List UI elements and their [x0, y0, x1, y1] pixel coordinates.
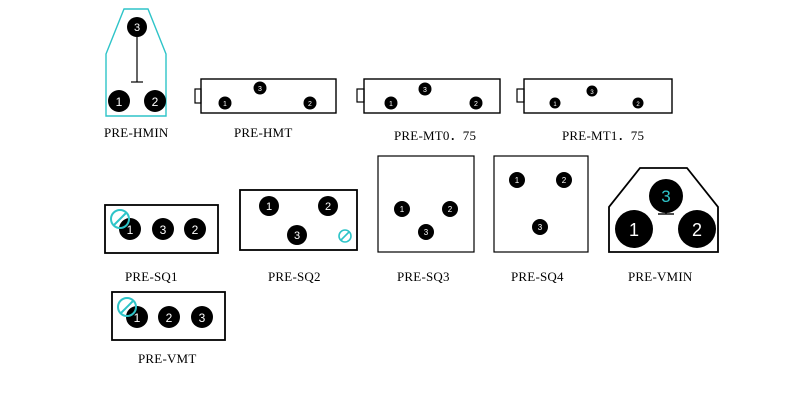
- svg-text:1: 1: [266, 201, 272, 213]
- pre-sq3-body: [377, 155, 475, 253]
- svg-text:3: 3: [423, 87, 427, 94]
- pin-3-mt075: 3: [418, 82, 432, 96]
- pkg-pre-sq3: 1 2 3: [377, 155, 475, 253]
- pre-sq4-body: [493, 155, 589, 253]
- pin-3-sq2: 3: [287, 225, 307, 245]
- svg-text:3: 3: [134, 22, 140, 34]
- pin-1-mt175: 1: [549, 97, 561, 109]
- svg-text:2: 2: [562, 176, 567, 185]
- pin-1-vmt: 1: [126, 306, 148, 328]
- svg-text:3: 3: [424, 228, 429, 237]
- pre-mt075-tab: [356, 88, 365, 103]
- svg-text:1: 1: [400, 205, 405, 214]
- pkg-pre-sq1: 1 3 2: [104, 204, 219, 254]
- pin-1-sq3: 1: [394, 201, 410, 217]
- svg-text:1: 1: [116, 95, 123, 109]
- svg-text:2: 2: [636, 102, 640, 108]
- label-pre-mt075: PRE-MT0．75: [394, 128, 477, 143]
- pre-hmin-outline: [105, 8, 167, 117]
- svg-text:1: 1: [553, 102, 557, 108]
- svg-text:3: 3: [661, 187, 670, 206]
- pin-1-sq4: 1: [509, 172, 525, 188]
- pkg-pre-sq4: 1 2 3: [493, 155, 589, 253]
- pin-3-hmin: 3: [127, 17, 147, 37]
- pin-3-sq3: 3: [418, 224, 434, 240]
- label-pre-sq2: PRE-SQ2: [268, 269, 321, 284]
- pin-2-sq3: 2: [442, 201, 458, 217]
- pin-2-sq2: 2: [318, 196, 338, 216]
- pre-mt175-body: [523, 78, 673, 114]
- adjust-screw-icon: [117, 297, 137, 317]
- pin-3-sq1: 3: [152, 218, 174, 240]
- label-pre-sq3: PRE-SQ3: [397, 269, 450, 284]
- pin-2-vmin: 2: [678, 210, 716, 248]
- label-pre-hmt: PRE-HMT: [234, 125, 293, 140]
- svg-text:1: 1: [389, 101, 393, 108]
- pin-3-vmt: 3: [191, 306, 213, 328]
- pin-2-hmin: 2: [144, 90, 166, 112]
- label-pre-sq4: PRE-SQ4: [511, 269, 564, 284]
- pkg-pre-vmt: 1 2 3: [111, 291, 226, 341]
- pin-2-mt075: 2: [469, 96, 483, 110]
- pin-2-mt175: 2: [632, 97, 644, 109]
- label-pre-mt175: PRE-MT1．75: [562, 128, 645, 143]
- pkg-pre-mt075: 3 1 2: [356, 78, 501, 114]
- adjust-screw-icon: [338, 229, 352, 243]
- pin-2-hmt: 2: [303, 96, 317, 110]
- pkg-pre-hmin: 3 1 2: [105, 8, 167, 117]
- pin-1-hmt: 1: [218, 96, 232, 110]
- svg-text:2: 2: [692, 220, 702, 240]
- svg-text:3: 3: [160, 223, 167, 237]
- svg-text:2: 2: [192, 223, 199, 237]
- pre-mt175-tab: [516, 88, 525, 103]
- pre-vmt-body: [111, 291, 226, 341]
- pkg-pre-sq2: 1 2 3: [239, 189, 358, 251]
- pre-vmin-outline: [608, 167, 719, 253]
- pin-2-vmt: 2: [158, 306, 180, 328]
- pre-hmt-tab: [194, 88, 202, 104]
- svg-text:2: 2: [325, 201, 331, 213]
- label-pre-vmin: PRE-VMIN: [628, 269, 693, 284]
- svg-text:2: 2: [448, 205, 453, 214]
- svg-text:3: 3: [258, 86, 262, 93]
- svg-text:2: 2: [152, 95, 159, 109]
- svg-text:2: 2: [308, 101, 312, 108]
- pin-3-hmt: 3: [253, 81, 267, 95]
- pin-2-sq1: 2: [184, 218, 206, 240]
- svg-text:1: 1: [134, 311, 141, 325]
- pin-3-vmin: 3: [649, 179, 683, 213]
- pin-1-sq1: 1: [119, 218, 141, 240]
- pin-1-sq2: 1: [259, 196, 279, 216]
- pin-1-hmin: 1: [108, 90, 130, 112]
- pin-3-sq4: 3: [532, 219, 548, 235]
- svg-text:3: 3: [590, 90, 594, 96]
- svg-text:3: 3: [538, 223, 543, 232]
- adjust-screw-icon: [110, 209, 130, 229]
- pkg-pre-hmt: 3 1 2: [194, 78, 337, 114]
- svg-text:1: 1: [127, 223, 134, 237]
- pin-3-mt175: 3: [586, 85, 598, 97]
- label-pre-hmin: PRE-HMIN: [104, 125, 169, 140]
- svg-text:2: 2: [474, 101, 478, 108]
- label-pre-vmt: PRE-VMT: [138, 351, 197, 366]
- pin-1-vmin: 1: [615, 210, 653, 248]
- pkg-pre-mt175: 3 1 2: [516, 78, 673, 114]
- svg-text:1: 1: [515, 176, 520, 185]
- pkg-pre-vmin: 3 1 2: [608, 167, 719, 253]
- svg-text:1: 1: [629, 220, 639, 240]
- pre-sq2-body: [239, 189, 358, 251]
- svg-text:3: 3: [199, 311, 206, 325]
- label-pre-sq1: PRE-SQ1: [125, 269, 178, 284]
- svg-text:2: 2: [166, 311, 173, 325]
- svg-text:1: 1: [223, 101, 227, 108]
- pre-sq1-body: [104, 204, 219, 254]
- svg-text:3: 3: [294, 230, 300, 242]
- pin-2-sq4: 2: [556, 172, 572, 188]
- pin-1-mt075: 1: [384, 96, 398, 110]
